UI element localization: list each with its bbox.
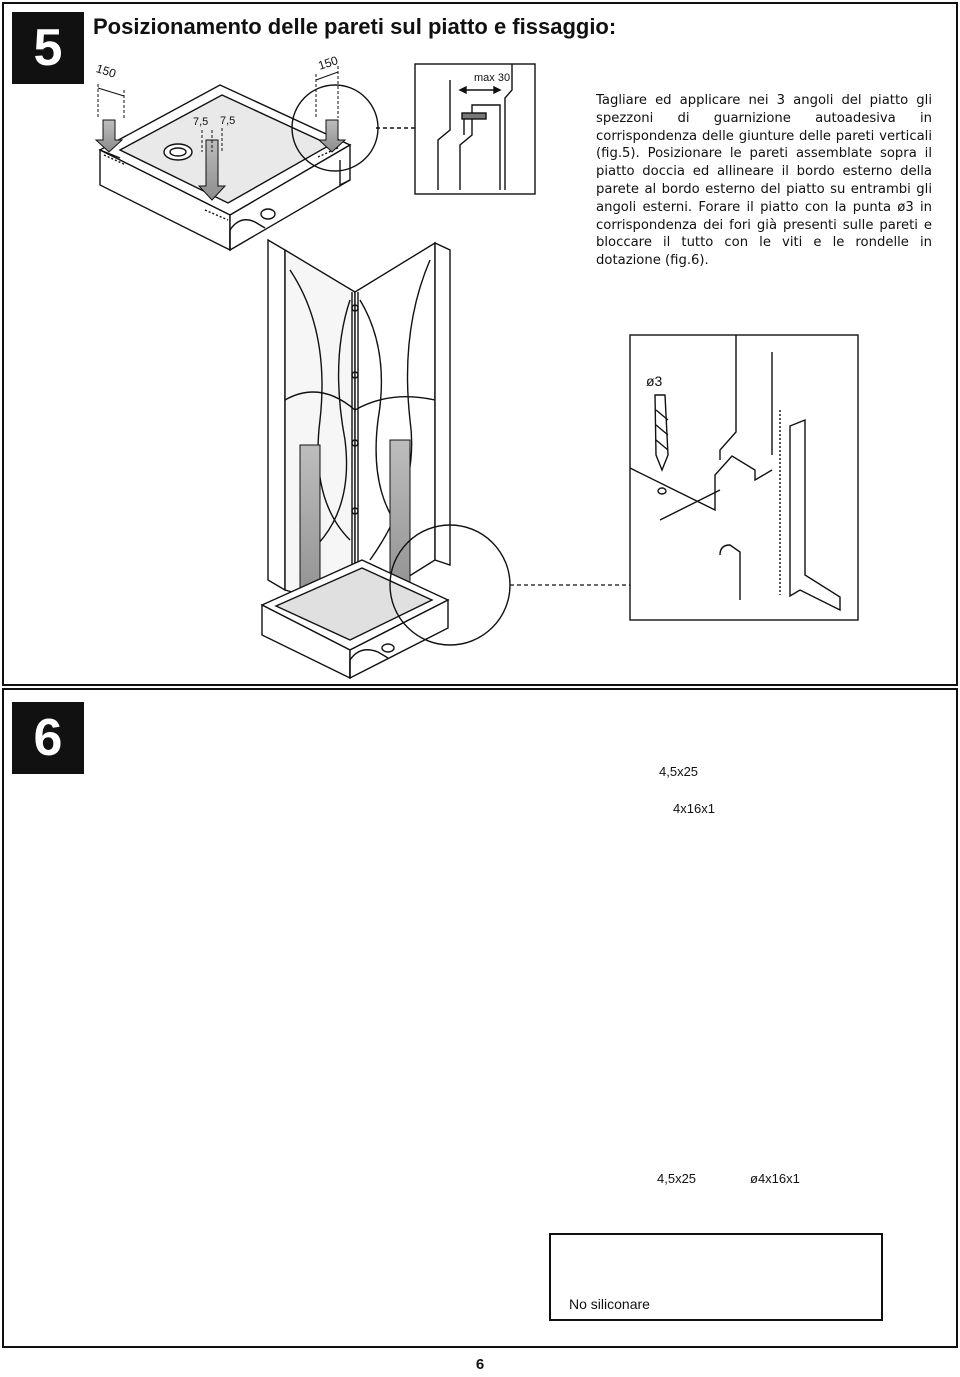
- tray-illustration-5: [260, 559, 450, 680]
- washer-part-label: ø4x16x1: [750, 1171, 800, 1186]
- step-6-panel: [2, 688, 958, 1348]
- detail-circle-top: [291, 84, 379, 172]
- step-5-badge: 5: [12, 12, 84, 84]
- page-number: 6: [475, 1356, 485, 1373]
- gap-detail: [376, 63, 536, 195]
- tray-illustration-top: [98, 84, 352, 252]
- dimension-lines: [97, 66, 339, 152]
- washer-detail-label: 4x16x1: [673, 801, 715, 816]
- drill-detail: [629, 334, 859, 621]
- dim-inner-b-label: 7,5: [220, 115, 236, 127]
- wall-assembly-5: [267, 238, 451, 612]
- dim-inner-a-label: 7,5: [193, 116, 209, 128]
- warning-text: No siliconare: [569, 1296, 650, 1312]
- screw-part-label: 4,5x25: [657, 1171, 697, 1186]
- section-title: Posizionamento delle pareti sul piatto e…: [93, 14, 617, 39]
- screw-detail-label: 4,5x25: [659, 764, 699, 779]
- step-5-panel: [2, 2, 958, 686]
- warning-box: No siliconare: [549, 1233, 883, 1321]
- drill-size-label: ø3: [646, 373, 663, 389]
- instructions-text: Tagliare ed applicare nei 3 angoli del p…: [596, 93, 932, 269]
- gasket-arrows: [94, 119, 347, 201]
- step-6-badge: 6: [12, 702, 84, 774]
- max-gap-label: max 30: [474, 72, 511, 84]
